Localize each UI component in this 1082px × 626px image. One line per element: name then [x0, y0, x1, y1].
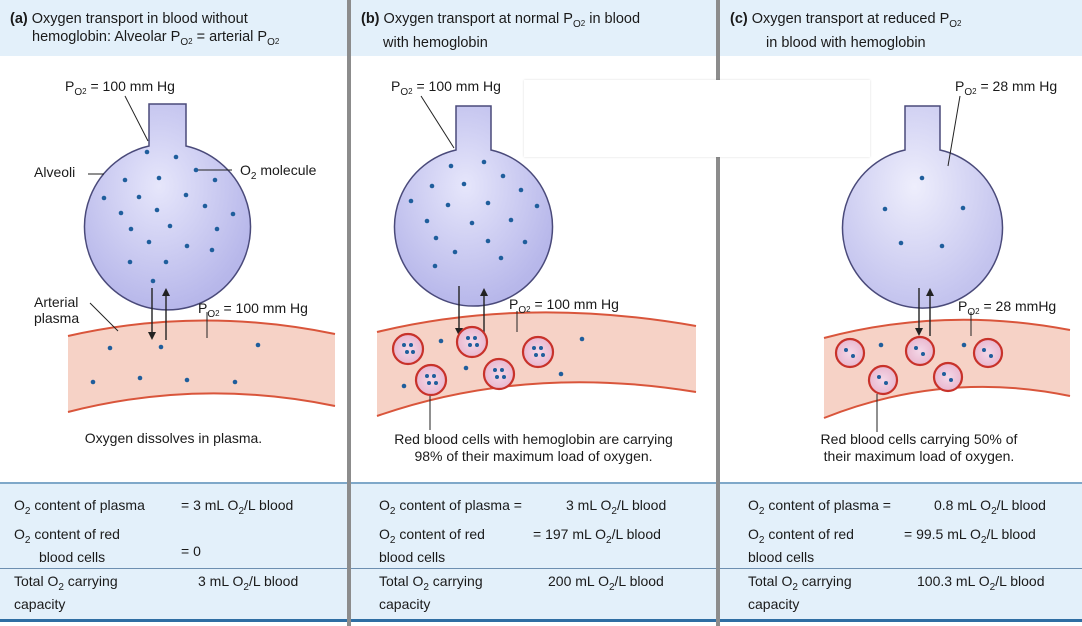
- row-rbc-c: O2 content of red blood cells: [748, 526, 854, 565]
- po2-top-label-a: PO2 = 100 mm Hg: [65, 78, 175, 98]
- o2-dots-rbc-c: [844, 342, 993, 385]
- alveolus: [841, 105, 1004, 309]
- panel-a-header: (a) Oxygen transport in blood without he…: [0, 0, 347, 56]
- caption-a: Oxygen dissolves in plasma.: [84, 430, 263, 446]
- alveolus: [83, 103, 252, 311]
- panel-b-diagram: [376, 95, 697, 430]
- blank-overlay-box: [524, 80, 870, 157]
- row-plasma-b-value: 3 mL O2/L blood: [566, 497, 667, 517]
- panel-c-title: (c) Oxygen transport at reduced PO2 in b…: [730, 11, 962, 51]
- po2-bottom-label-b: PO2 = 100 mm Hg: [509, 296, 619, 316]
- row-plasma-a: O2 content of plasma: [14, 497, 145, 517]
- po2-bottom-label-c: PO2 = 28 mmHg: [958, 298, 1057, 318]
- red-blood-cells-b: [391, 325, 555, 397]
- row-plasma-a-value: = 3 mL O2/L blood: [181, 497, 294, 517]
- row-plasma-c: O2 content of plasma =: [748, 497, 891, 517]
- po2-top-label-b: PO2 = 100 mm Hg: [391, 78, 501, 98]
- separator-2: [716, 0, 720, 626]
- red-blood-cells-c: [834, 335, 1004, 396]
- plasma-band: [68, 320, 335, 412]
- row-rbc-a: O2 content of red blood cells: [14, 526, 120, 565]
- o2-dots-alveolus-c: [882, 175, 966, 249]
- panel-c-table: O2 content of plasma = 0.8 mL O2/L blood…: [720, 482, 1082, 622]
- row-total-c: Total O2 carrying capacity: [748, 573, 852, 612]
- panel-c-header: (c) Oxygen transport at reduced PO2 in b…: [720, 0, 1082, 56]
- row-total-b-value: 200 mL O2/L blood: [548, 573, 664, 593]
- row-plasma-b: O2 content of plasma =: [379, 497, 522, 517]
- po2-bottom-label-a: PO2 = 100 mm Hg: [198, 300, 308, 320]
- panel-b-table: O2 content of plasma = 3 mL O2/L blood O…: [351, 482, 716, 622]
- row-rbc-b-value: = 197 mL O2/L blood: [533, 526, 661, 546]
- o2-dots-alveolus-a: [101, 149, 236, 284]
- po2-top-label-c: PO2 = 28 mm Hg: [955, 78, 1058, 98]
- o2-dots-alveolus-b: [408, 159, 540, 269]
- row-rbc-c-value: = 99.5 mL O2/L blood: [904, 526, 1036, 546]
- panel-a-diagram: [67, 95, 336, 413]
- caption-b: Red blood cells with hemoglobin are carr…: [394, 431, 673, 464]
- panel-c-diagram: [823, 95, 1071, 432]
- row-total-a: Total O2 carrying capacity: [14, 573, 118, 612]
- alveolus: [393, 105, 554, 307]
- o2-dots-plasma-a: [90, 342, 261, 385]
- row-rbc-b: O2 content of red blood cells: [379, 526, 485, 565]
- panel-a-title: (a) Oxygen transport in blood without he…: [10, 11, 280, 48]
- row-total-b: Total O2 carrying capacity: [379, 573, 483, 612]
- panel-a-table: O2 content of plasma = 3 mL O2/L blood O…: [0, 482, 347, 622]
- o2-dots-rbc-b: [401, 336, 585, 389]
- separator-1: [347, 0, 351, 626]
- panel-b-title: (b) Oxygen transport at normal PO2 in bl…: [361, 11, 641, 51]
- panel-b-header: (b) Oxygen transport at normal PO2 in bl…: [351, 0, 716, 56]
- row-total-c-value: 100.3 mL O2/L blood: [917, 573, 1045, 593]
- o2-molecule-label: O2 molecule: [240, 162, 317, 182]
- alveoli-label: Alveoli: [34, 164, 76, 180]
- row-plasma-c-value: 0.8 mL O2/L blood: [934, 497, 1046, 517]
- panel-a: (a) Oxygen transport in blood without he…: [0, 0, 347, 626]
- row-total-a-value: 3 mL O2/L blood: [198, 573, 299, 593]
- row-rbc-a-value: = 0: [181, 543, 201, 559]
